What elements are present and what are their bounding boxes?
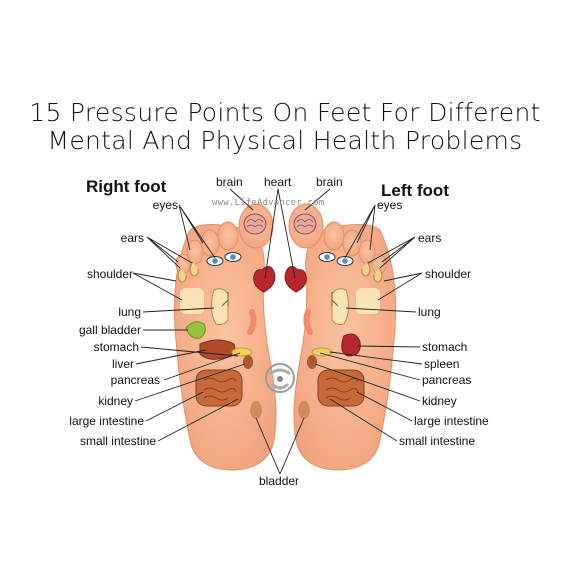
bladder-zone bbox=[250, 401, 262, 419]
eye-icon bbox=[206, 252, 242, 266]
page-title-line-1: 15 Pressure Points On Feet For Different bbox=[29, 98, 541, 127]
label-left-ears: ears bbox=[418, 231, 442, 245]
label-right-gall-bladder: gall bladder bbox=[78, 323, 141, 337]
esophagus-zone bbox=[247, 309, 257, 335]
label-bladder: bladder bbox=[259, 474, 300, 488]
label-right-lung: lung bbox=[118, 305, 141, 319]
right-foot-heading: Right foot bbox=[86, 177, 167, 196]
label-left-small-intestine: small intestine bbox=[399, 434, 476, 448]
ear-icon bbox=[361, 261, 383, 283]
label-brain-left: brain bbox=[316, 175, 343, 189]
label-left-stomach: stomach bbox=[422, 340, 468, 354]
heart-icon bbox=[284, 266, 307, 293]
ear-icon bbox=[177, 261, 199, 283]
kidney-icon bbox=[307, 355, 317, 369]
intestine-icon bbox=[317, 369, 365, 407]
page-title-line-2: Mental And Physical Health Problems bbox=[47, 126, 523, 155]
label-left-shoulder: shoulder bbox=[425, 267, 472, 281]
label-left-kidney: kidney bbox=[422, 394, 457, 408]
lung-icon bbox=[210, 288, 229, 325]
brain-icon bbox=[293, 213, 317, 235]
eye-icon bbox=[318, 252, 354, 266]
label-left-large-intestine: large intestine bbox=[414, 414, 489, 428]
label-right-eyes: eyes bbox=[152, 198, 178, 212]
label-left-lung: lung bbox=[418, 305, 441, 319]
label-left-spleen: spleen bbox=[424, 357, 460, 371]
spleen-zone bbox=[311, 347, 333, 357]
label-right-kidney: kidney bbox=[98, 394, 133, 408]
label-right-large-intestine: large intestine bbox=[69, 414, 144, 428]
label-right-ears: ears bbox=[120, 231, 144, 245]
brain-icon bbox=[243, 213, 267, 235]
label-right-shoulder: shoulder bbox=[86, 267, 133, 281]
intestine-icon bbox=[195, 369, 243, 407]
label-heart: heart bbox=[264, 175, 292, 189]
watermark: www.LifeAdvancer.com bbox=[212, 198, 325, 208]
lung-icon bbox=[331, 288, 350, 325]
label-left-eyes: eyes bbox=[377, 198, 403, 212]
label-right-liver: liver bbox=[111, 357, 134, 371]
label-right-pancreas: pancreas bbox=[110, 373, 160, 387]
shoulder-zone bbox=[180, 288, 204, 314]
esophagus-zone bbox=[303, 309, 313, 335]
bladder-zone bbox=[298, 401, 310, 419]
label-left-pancreas: pancreas bbox=[422, 373, 472, 387]
kidney-icon bbox=[243, 355, 253, 369]
label-leader-lines bbox=[132, 188, 423, 475]
stomach-icon bbox=[341, 333, 361, 357]
lifeadvancer-logo-icon bbox=[265, 363, 295, 393]
label-right-stomach: stomach bbox=[93, 340, 139, 354]
left-foot-heading: Left foot bbox=[381, 181, 449, 200]
label-right-small-intestine: small intestine bbox=[79, 434, 156, 448]
label-brain-right: brain bbox=[216, 175, 243, 189]
shoulder-zone bbox=[356, 288, 380, 314]
gall-bladder-icon bbox=[185, 321, 206, 339]
heart-icon bbox=[253, 266, 276, 293]
